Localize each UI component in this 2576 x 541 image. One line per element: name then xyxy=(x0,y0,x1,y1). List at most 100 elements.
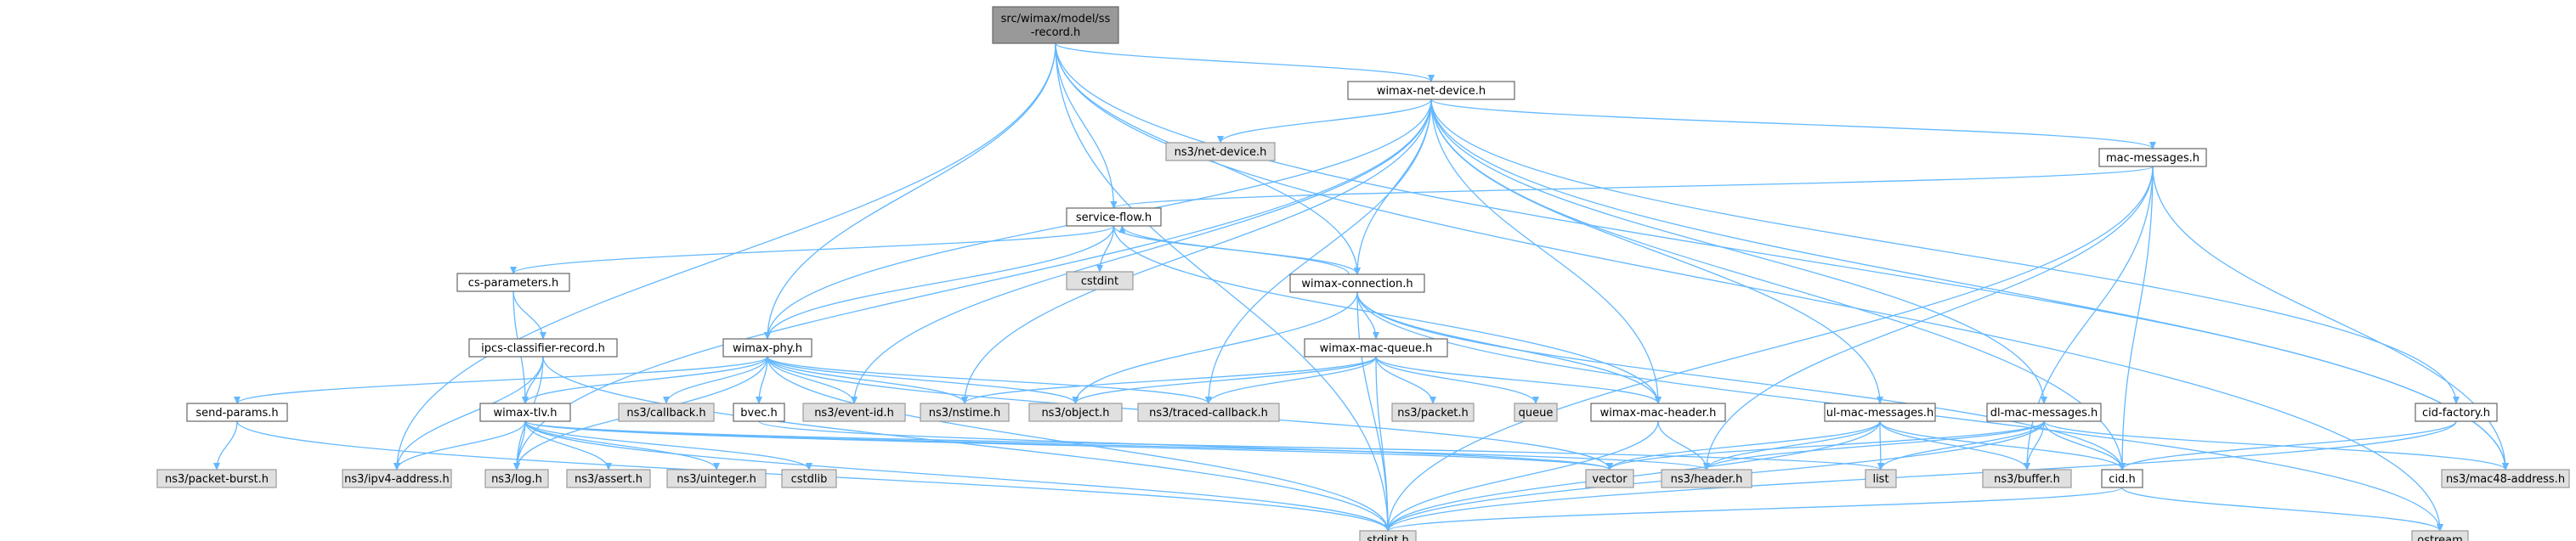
node-box xyxy=(1661,469,1752,488)
node-ipv4[interactable]: ns3/ipv4-address.h xyxy=(342,469,452,488)
node-log[interactable]: ns3/log.h xyxy=(484,469,549,488)
node-box xyxy=(566,469,651,488)
node-label: wimax-tlv.h xyxy=(493,407,557,420)
node-cstdint[interactable]: cstdint xyxy=(1066,271,1134,290)
node-bvec[interactable]: bvec.h xyxy=(733,403,785,422)
node-sflow[interactable]: service-flow.h xyxy=(1066,207,1162,227)
node-cidfac[interactable]: cid-factory.h xyxy=(2415,403,2498,422)
edge-macmsg-to-cid xyxy=(2119,166,2154,471)
node-callback[interactable]: ns3/callback.h xyxy=(618,403,715,422)
node-box xyxy=(1514,403,1558,422)
node-sendp[interactable]: send-params.h xyxy=(186,403,288,422)
node-label: wimax-phy.h xyxy=(733,342,802,355)
node-wphy[interactable]: wimax-phy.h xyxy=(722,338,812,358)
edge-netdev-to-wconn xyxy=(1354,99,1432,275)
edge-wmq-to-stdint xyxy=(1375,356,1391,532)
node-ulmac[interactable]: ul-mac-messages.h xyxy=(1824,403,1936,422)
edge-sflow-to-wmh xyxy=(1112,225,1662,404)
node-box xyxy=(1590,403,1726,422)
edge-wmq-to-tcallback xyxy=(1205,356,1377,404)
node-cid[interactable]: cid.h xyxy=(2101,469,2143,488)
node-buffer[interactable]: ns3/buffer.h xyxy=(1982,469,2072,488)
node-label: list xyxy=(1872,473,1888,486)
node-ipcs[interactable]: ipcs-classifier-record.h xyxy=(468,338,618,358)
node-label: ns3/log.h xyxy=(491,473,542,486)
node-nstime[interactable]: ns3/nstime.h xyxy=(920,403,1010,422)
node-label: ul-mac-messages.h xyxy=(1826,407,1934,420)
node-label: ns3/object.h xyxy=(1041,407,1109,420)
edge-wconn-to-wmq xyxy=(1356,291,1379,340)
edge-sendp-to-pburst xyxy=(213,420,238,471)
edge-dlmac-to-vector xyxy=(1606,420,2045,471)
node-box xyxy=(484,469,549,488)
node-label: send-params.h xyxy=(195,407,278,420)
edge-macmsg-to-mac48 xyxy=(2152,166,2509,471)
node-box xyxy=(618,403,715,422)
edge-wphy-to-wtlv xyxy=(522,356,768,404)
node-object[interactable]: ns3/object.h xyxy=(1028,403,1123,422)
node-box xyxy=(1289,273,1425,293)
edge-wconn-to-sflow xyxy=(1118,225,1350,275)
edge-netdev-to-nstime xyxy=(961,99,1432,404)
edge-wtlv-to-log xyxy=(513,420,526,471)
node-layer: src/wimax/model/ss-record.h wimax-net-dev… xyxy=(156,6,2570,541)
node-wmq[interactable]: wimax-mac-queue.h xyxy=(1304,338,1448,358)
node-label: cid.h xyxy=(2109,473,2135,486)
node-header[interactable]: ns3/header.h xyxy=(1661,469,1752,488)
node-cstdlib[interactable]: cstdlib xyxy=(781,469,837,488)
node-mac48[interactable]: ns3/mac48-address.h xyxy=(2441,469,2570,488)
node-macmsg[interactable]: mac-messages.h xyxy=(2098,148,2207,167)
node-stdint[interactable]: stdint.h xyxy=(1359,530,1417,541)
node-label: cs-parameters.h xyxy=(468,277,558,290)
edge-wmq-to-wmh xyxy=(1375,356,1662,404)
edge-wmq-to-packet xyxy=(1375,356,1436,404)
node-label: ns3/callback.h xyxy=(626,407,705,420)
node-wtlv[interactable]: wimax-tlv.h xyxy=(479,403,571,422)
node-label: service-flow.h xyxy=(1076,211,1152,224)
node-box xyxy=(1359,530,1417,541)
node-box xyxy=(666,469,767,488)
node-box xyxy=(342,469,452,488)
node-list[interactable]: list xyxy=(1865,469,1897,488)
edge-netdev-to-eventid xyxy=(851,99,1432,404)
node-ns3netdev[interactable]: ns3/net-device.h xyxy=(1165,142,1276,161)
edge-wmq-to-object xyxy=(1072,356,1377,404)
node-pburst[interactable]: ns3/packet-burst.h xyxy=(156,469,277,488)
edge-root-to-stdint xyxy=(1055,42,1391,532)
node-box xyxy=(2411,530,2469,541)
edge-wphy-to-stdint xyxy=(767,356,1391,532)
node-eventid[interactable]: ns3/event-id.h xyxy=(802,403,906,422)
node-assert[interactable]: ns3/assert.h xyxy=(566,469,651,488)
node-label: ns3/uinteger.h xyxy=(677,473,756,486)
node-csparam[interactable]: cs-parameters.h xyxy=(456,273,570,292)
edge-wtlv-to-assert xyxy=(524,420,612,471)
node-root[interactable]: src/wimax/model/ss-record.h xyxy=(992,6,1119,44)
node-tcallback[interactable]: ns3/traced-callback.h xyxy=(1137,403,1280,422)
node-queue[interactable]: queue xyxy=(1514,403,1558,422)
node-label: cstdint xyxy=(1081,275,1118,288)
node-wconn[interactable]: wimax-connection.h xyxy=(1289,273,1425,293)
node-label: bvec.h xyxy=(740,407,777,420)
edge-ulmac-to-buffer xyxy=(1879,420,2030,471)
node-netdev[interactable]: wimax-net-device.h xyxy=(1347,81,1515,100)
edge-netdev-to-macmsg xyxy=(1430,99,2156,149)
node-vector[interactable]: vector xyxy=(1585,469,1634,488)
edge-macmsg-to-stdint xyxy=(1384,166,2154,532)
edge-root-to-sflow xyxy=(1055,42,1118,209)
node-label: ns3/traced-callback.h xyxy=(1149,407,1268,420)
node-packet[interactable]: ns3/packet.h xyxy=(1391,403,1475,422)
node-uint[interactable]: ns3/uinteger.h xyxy=(666,469,767,488)
node-box xyxy=(1824,403,1936,422)
node-ostream[interactable]: ostream xyxy=(2411,530,2469,541)
node-wmh[interactable]: wimax-mac-header.h xyxy=(1590,403,1726,422)
node-label: wimax-mac-header.h xyxy=(1600,407,1717,420)
node-dlmac[interactable]: dl-mac-messages.h xyxy=(1986,403,2102,422)
node-box xyxy=(479,403,571,422)
edge-macmsg-to-header xyxy=(1703,166,2154,471)
edge-macmsg-to-sflow xyxy=(1110,166,2154,209)
node-label: ns3/net-device.h xyxy=(1175,146,1267,159)
edge-ulmac-to-cid xyxy=(1879,420,2126,471)
edge-dlmac-to-mac48 xyxy=(2043,420,2509,471)
node-box xyxy=(733,403,785,422)
edge-wmq-to-nstime xyxy=(961,356,1377,404)
